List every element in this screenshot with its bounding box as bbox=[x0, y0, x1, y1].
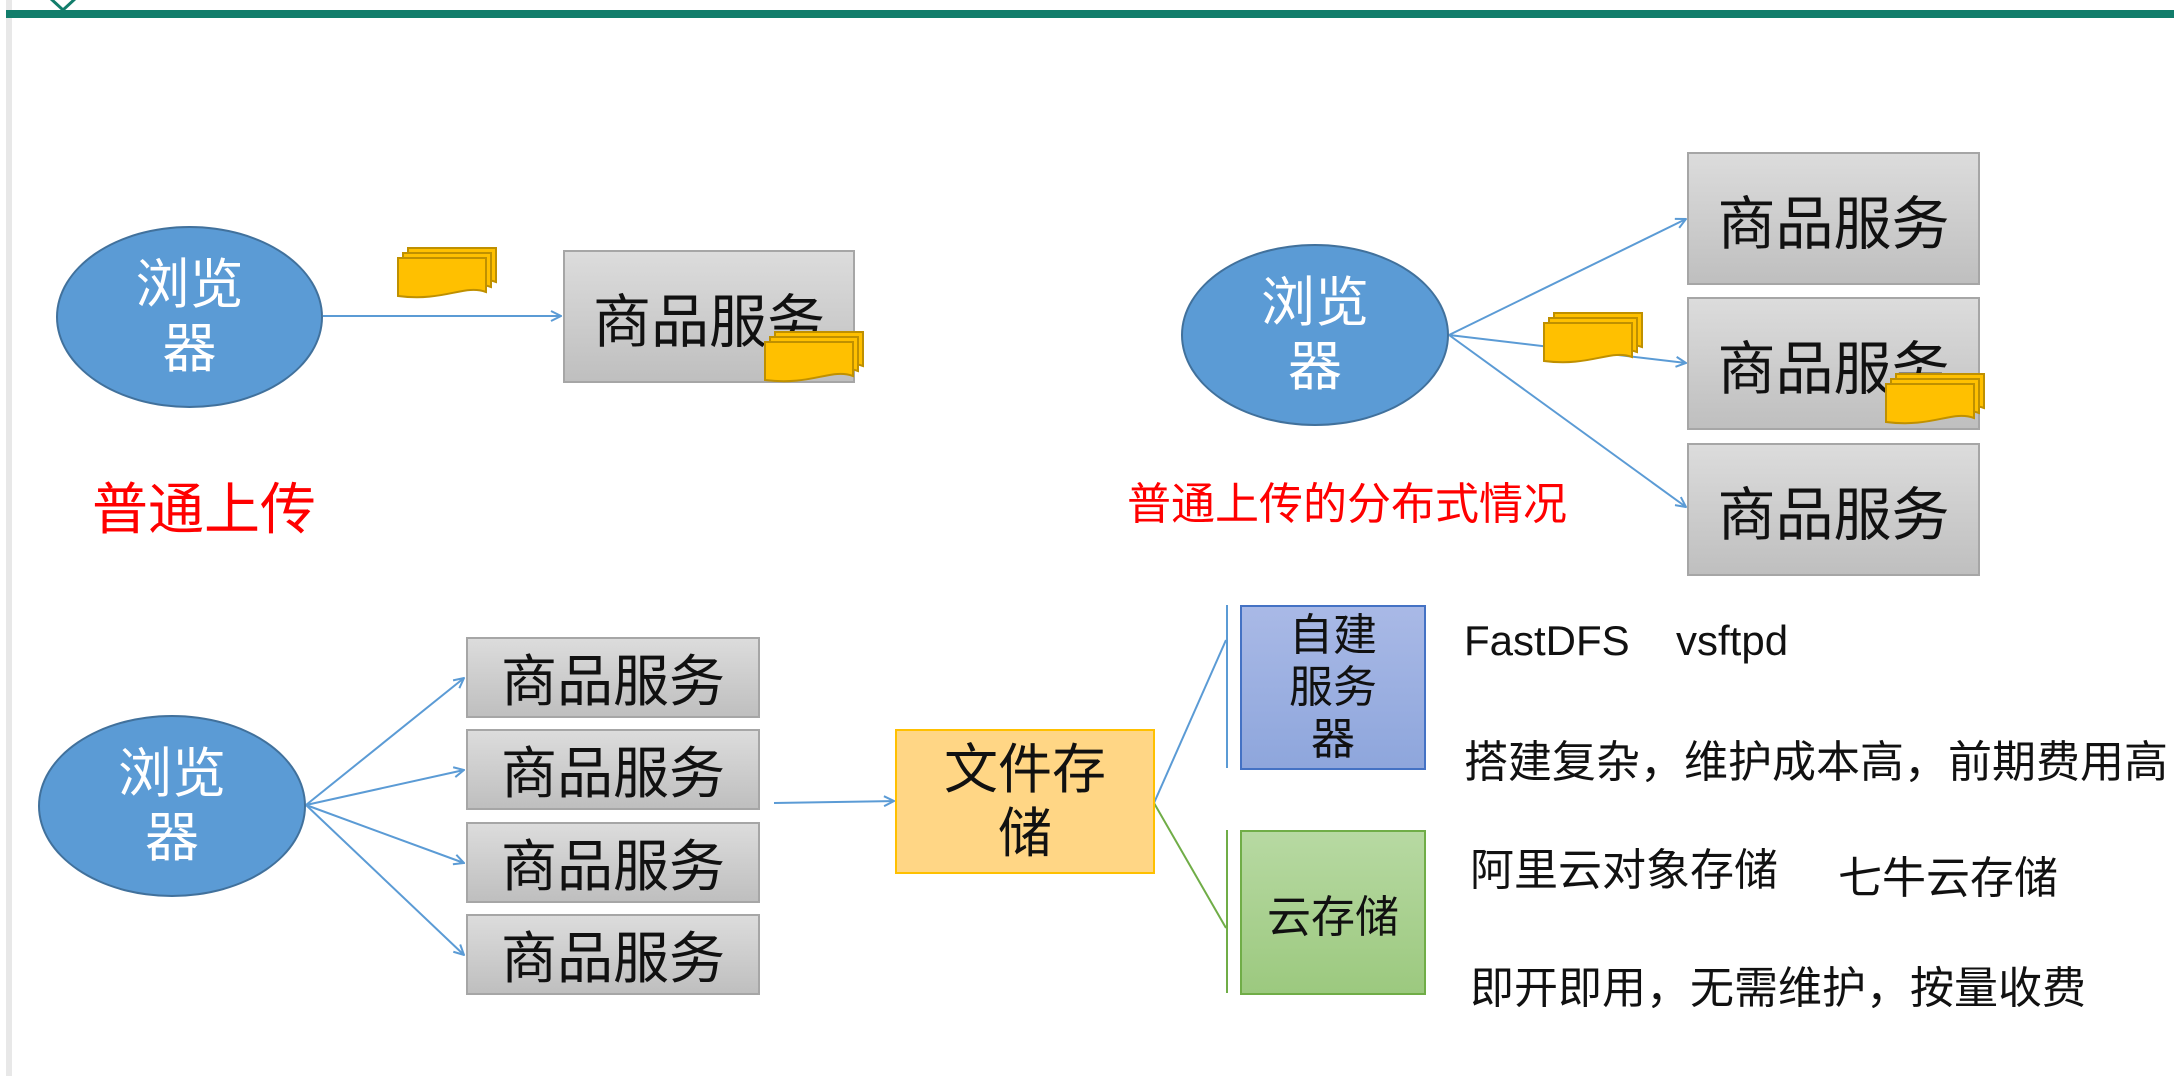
self-hosted-server-node: 自建服务器 bbox=[1240, 605, 1426, 770]
service-node-storage-4: 商品服务 bbox=[466, 914, 760, 995]
service-node-dist-3: 商品服务 bbox=[1687, 443, 1980, 576]
service-node-storage-1: 商品服务 bbox=[466, 637, 760, 718]
arrow-dist-3 bbox=[1448, 334, 1686, 507]
option-qiniu: 七牛云存储 bbox=[1838, 853, 2058, 904]
arrow-storage-1 bbox=[305, 678, 464, 806]
connector-lines bbox=[305, 0, 2174, 993]
option-fastdfs: FastDFS bbox=[1464, 617, 1630, 664]
file-storage-node: 文件存储 bbox=[895, 729, 1155, 874]
caption-normal-upload: 普通上传 bbox=[92, 478, 316, 543]
option-vsftpd: vsftpd bbox=[1676, 617, 1789, 664]
slide: 浏览器 商品服务 普通上传 浏览器 商品服务 商品服务 商品服务 普通上传的分布… bbox=[6, 0, 2174, 1076]
arrow-dist-1 bbox=[1448, 219, 1686, 336]
browser-node-storage: 浏览器 bbox=[38, 715, 306, 897]
document-stack-icon bbox=[397, 247, 497, 299]
cloud-description: 即开即用，无需维护，按量收费 bbox=[1470, 963, 2086, 1014]
browser-node-normal: 浏览器 bbox=[56, 226, 323, 408]
document-stack-icon bbox=[1543, 312, 1643, 364]
service-node-dist-1: 商品服务 bbox=[1687, 152, 1980, 285]
chevron-down-icon bbox=[49, 0, 77, 13]
document-stack-icon bbox=[1885, 373, 1985, 425]
service-node-storage-3: 商品服务 bbox=[466, 822, 760, 903]
arrow-storage-4 bbox=[305, 804, 464, 955]
arrow-to-file-storage bbox=[773, 801, 894, 803]
arrow-storage-3 bbox=[305, 804, 464, 863]
browser-label: 浏览器 bbox=[135, 253, 244, 380]
browser-node-distributed: 浏览器 bbox=[1181, 244, 1449, 426]
slide-left-edge bbox=[6, 0, 12, 1076]
branch-cloud bbox=[1153, 802, 1227, 929]
accent-bar bbox=[6, 10, 2174, 18]
document-stack-icon bbox=[764, 331, 864, 383]
service-node-storage-2: 商品服务 bbox=[466, 729, 760, 810]
cloud-storage-node: 云存储 bbox=[1240, 830, 1426, 995]
self-hosted-description: 搭建复杂，维护成本高，前期费用高 bbox=[1464, 737, 2168, 788]
option-aliyun-oss: 阿里云对象存储 bbox=[1470, 845, 1778, 896]
branch-self-hosted bbox=[1153, 639, 1227, 804]
arrow-storage-2 bbox=[305, 770, 464, 806]
caption-distributed-upload: 普通上传的分布式情况 bbox=[1127, 479, 1567, 530]
